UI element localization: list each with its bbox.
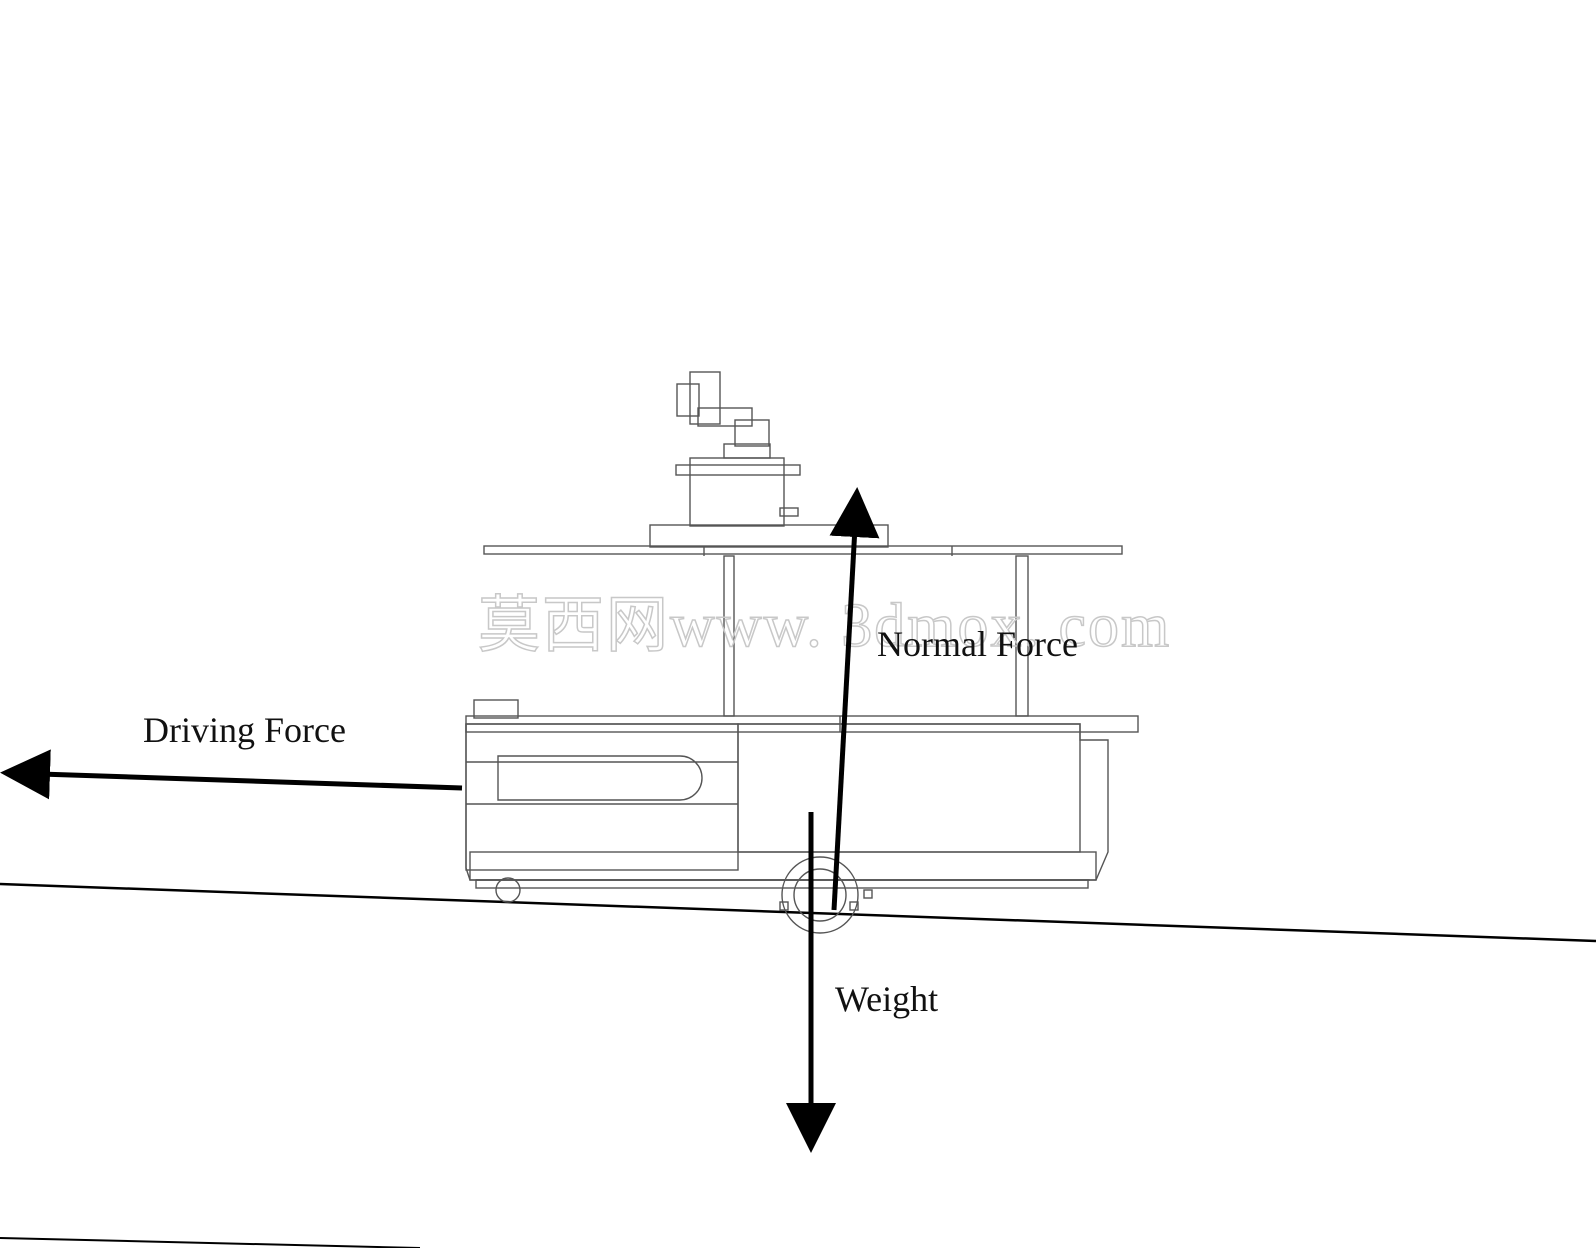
driving-force-label: Driving Force (143, 710, 346, 750)
normal-force-arrow (829, 487, 880, 911)
normal-force-label: Normal Force (877, 624, 1078, 664)
driving-force-arrow (0, 749, 463, 800)
incline-surface (0, 882, 1596, 943)
watermark: 莫西网www. 3dmox. com (478, 592, 1171, 660)
weight-label: Weight (835, 979, 938, 1019)
robot-drawing (465, 371, 1139, 934)
bottom-edge-line (0, 1237, 421, 1248)
